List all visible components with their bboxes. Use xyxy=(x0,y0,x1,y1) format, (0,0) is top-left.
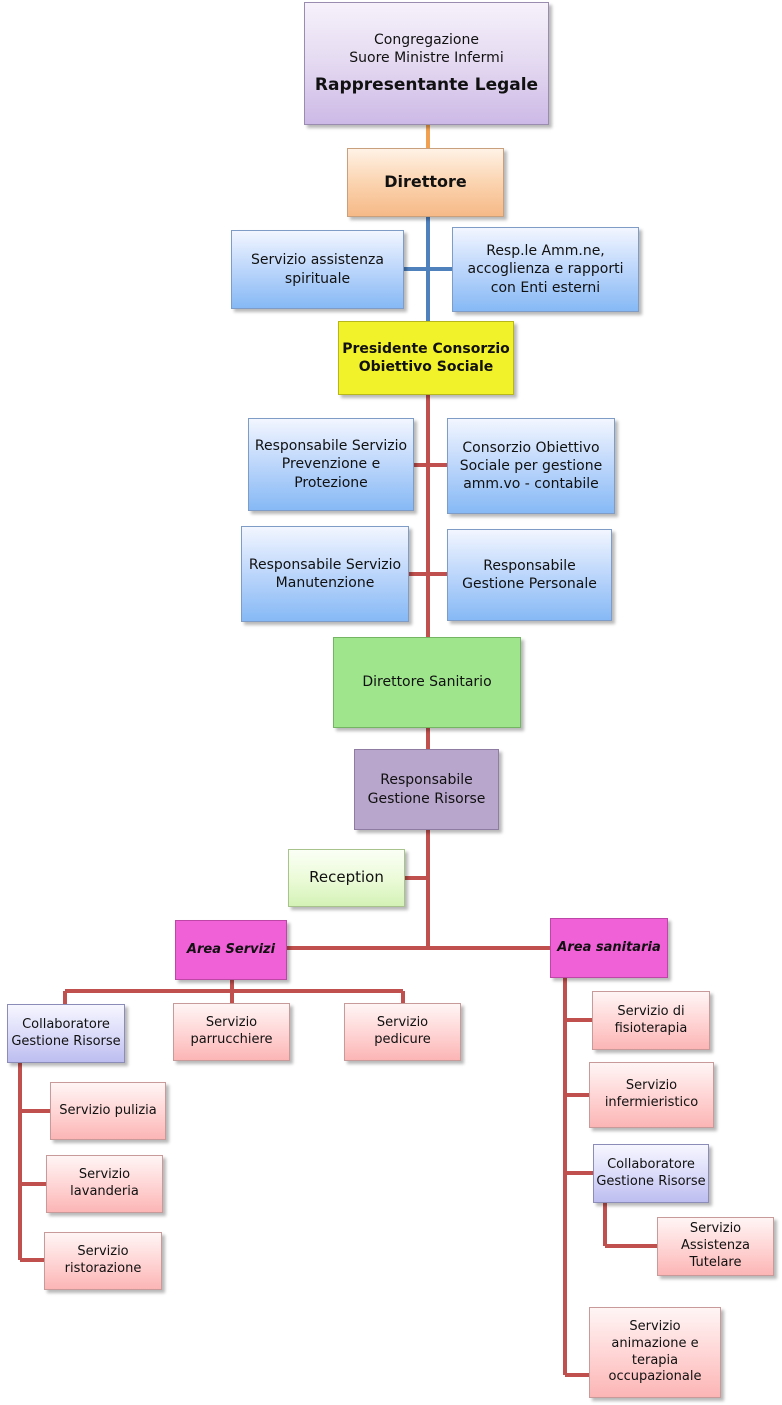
node-lavanderia-line2: lavanderia xyxy=(70,1184,139,1199)
node-area-servizi-label: Area Servizi xyxy=(186,941,276,957)
node-fisioterapia-line2: fisioterapia xyxy=(614,1020,688,1036)
node-collab-left-line2: Gestione Risorse xyxy=(11,1033,121,1049)
node-fisioterapia-line1: Servizio di xyxy=(617,1003,685,1019)
node-congregazione-title: Rappresentante Legale xyxy=(314,74,539,95)
node-resp-prevenzione-line3: Protezione xyxy=(294,474,368,491)
node-resp-personale-line1: Responsabile xyxy=(483,557,576,574)
node-ristorazione: Servizio ristorazione xyxy=(44,1232,162,1290)
node-animazione-line1: Servizio xyxy=(629,1318,681,1334)
node-animazione-line2: animazione e xyxy=(611,1335,699,1351)
node-infermieristico-line2: infermieristico xyxy=(604,1095,699,1110)
node-animazione: Servizio animazione e terapia occupazion… xyxy=(589,1307,721,1398)
node-resp-risorse-line1: Responsabile xyxy=(380,772,473,789)
node-animazione-line4: occupazionale xyxy=(608,1369,702,1385)
node-collab-left: Collaboratore Gestione Risorse xyxy=(7,1004,125,1063)
node-consorzio-line3: amm.vo - contabile xyxy=(463,476,599,493)
node-resp-risorse: Responsabile Gestione Risorse xyxy=(354,749,499,830)
node-congregazione: Congregazione Suore Ministre Infermi Rap… xyxy=(304,2,549,125)
node-consorzio: Consorzio Obiettivo Sociale per gestione… xyxy=(447,418,615,514)
node-reception-label: Reception xyxy=(309,868,384,887)
node-collab-left-line1: Collaboratore xyxy=(22,1016,110,1032)
node-consorzio-line1: Consorzio Obiettivo xyxy=(462,439,600,456)
node-resp-prevenzione: Responsabile Servizio Prevenzione e Prot… xyxy=(248,418,414,511)
node-congregazione-line1: Congregazione xyxy=(374,32,479,49)
node-parrucchiere: Servizio parrucchiere xyxy=(173,1003,290,1061)
node-parrucchiere-line1: Servizio xyxy=(205,1015,258,1031)
node-collab-right-line1: Collaboratore xyxy=(607,1156,695,1172)
node-direttore-sanitario: Direttore Sanitario xyxy=(333,637,521,728)
node-assistenza-spirituale-line1: Servizio assistenza xyxy=(251,252,384,269)
node-presidente: Presidente Consorzio Obiettivo Sociale xyxy=(338,321,514,395)
node-tutelare-line3: Tutelare xyxy=(689,1254,742,1270)
node-resp-manutenzione-line1: Responsabile Servizio xyxy=(248,556,402,573)
node-pedicure: Servizio pedicure xyxy=(344,1003,461,1061)
node-resp-risorse-line2: Gestione Risorse xyxy=(367,790,486,807)
node-consorzio-line2: Sociale per gestione xyxy=(459,457,603,474)
node-pulizia: Servizio pulizia xyxy=(50,1082,166,1140)
node-resp-amm-line3: con Enti esterni xyxy=(490,279,601,296)
node-tutelare-line1: Servizio xyxy=(689,1221,742,1237)
node-resp-personale-line2: Gestione Personale xyxy=(462,576,597,592)
node-reception: Reception xyxy=(288,849,405,907)
node-resp-amm-line1: Resp.le Amm.ne, xyxy=(486,243,605,260)
node-ristorazione-line1: Servizio xyxy=(77,1244,129,1260)
node-area-sanitaria: Area sanitaria xyxy=(550,918,668,978)
node-direttore: Direttore xyxy=(347,148,504,217)
node-animazione-line3: terapia xyxy=(631,1352,679,1368)
node-congregazione-line2: Suore Ministre Infermi xyxy=(349,50,504,67)
node-resp-manutenzione-line2: Manutenzione xyxy=(275,575,375,591)
node-infermieristico: Servizio infermieristico xyxy=(589,1062,714,1128)
node-area-sanitaria-label: Area sanitaria xyxy=(557,939,661,955)
node-pulizia-label: Servizio pulizia xyxy=(59,1102,157,1118)
node-tutelare-line2: Assistenza xyxy=(681,1238,750,1254)
node-resp-amm-line2: accoglienza e rapporti xyxy=(467,261,624,278)
node-direttore-label: Direttore xyxy=(384,172,467,192)
node-parrucchiere-line2: parrucchiere xyxy=(190,1032,273,1047)
node-assistenza-spirituale-line2: spirituale xyxy=(284,270,351,287)
node-presidente-line1: Presidente Consorzio xyxy=(342,340,510,357)
node-resp-prevenzione-line2: Prevenzione e xyxy=(281,456,381,473)
node-resp-amm: Resp.le Amm.ne, accoglienza e rapporti c… xyxy=(452,227,639,312)
node-pedicure-line2: pedicure xyxy=(374,1032,431,1047)
node-resp-personale: Responsabile Gestione Personale xyxy=(447,529,612,621)
node-resp-prevenzione-line1: Responsabile Servizio xyxy=(254,438,408,455)
node-infermieristico-line1: Servizio xyxy=(625,1078,678,1094)
node-collab-right-line2: Gestione Risorse xyxy=(596,1173,706,1189)
node-ristorazione-line2: ristorazione xyxy=(64,1261,142,1276)
node-presidente-line2: Obiettivo Sociale xyxy=(358,359,494,375)
node-collab-right: Collaboratore Gestione Risorse xyxy=(593,1144,709,1203)
node-pedicure-line1: Servizio xyxy=(376,1015,429,1031)
node-area-servizi: Area Servizi xyxy=(175,920,287,980)
node-fisioterapia: Servizio di fisioterapia xyxy=(592,991,710,1050)
node-assistenza-spirituale: Servizio assistenza spirituale xyxy=(231,230,404,309)
node-tutelare: Servizio Assistenza Tutelare xyxy=(657,1217,774,1276)
node-resp-manutenzione: Responsabile Servizio Manutenzione xyxy=(241,526,409,622)
node-lavanderia: Servizio lavanderia xyxy=(46,1155,163,1213)
node-lavanderia-line1: Servizio xyxy=(78,1167,131,1183)
node-direttore-sanitario-label: Direttore Sanitario xyxy=(362,674,492,691)
